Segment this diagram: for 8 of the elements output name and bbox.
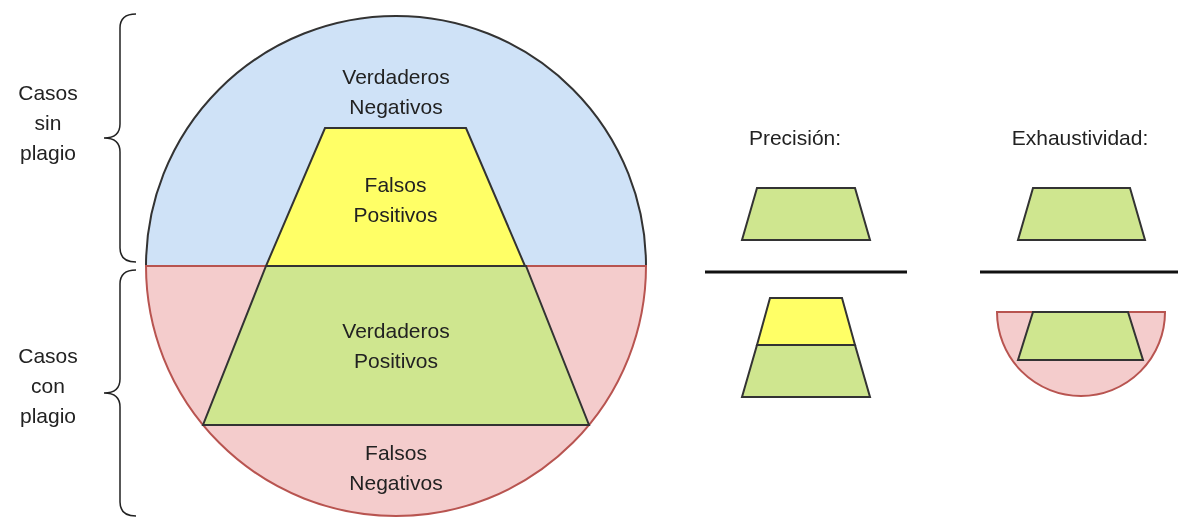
formula-label: Precisión: <box>747 125 843 151</box>
group-label: Casos sin plagio <box>17 80 79 166</box>
group-label: Casos con plagio <box>17 343 79 429</box>
region-label: Verdaderos Positivos <box>341 318 451 374</box>
region-label: Falsos Negativos <box>348 440 444 496</box>
formula-label: Exhaustividad: <box>1010 125 1150 151</box>
region-label: Verdaderos Negativos <box>341 64 451 120</box>
region-label: Falsos Positivos <box>352 172 439 228</box>
